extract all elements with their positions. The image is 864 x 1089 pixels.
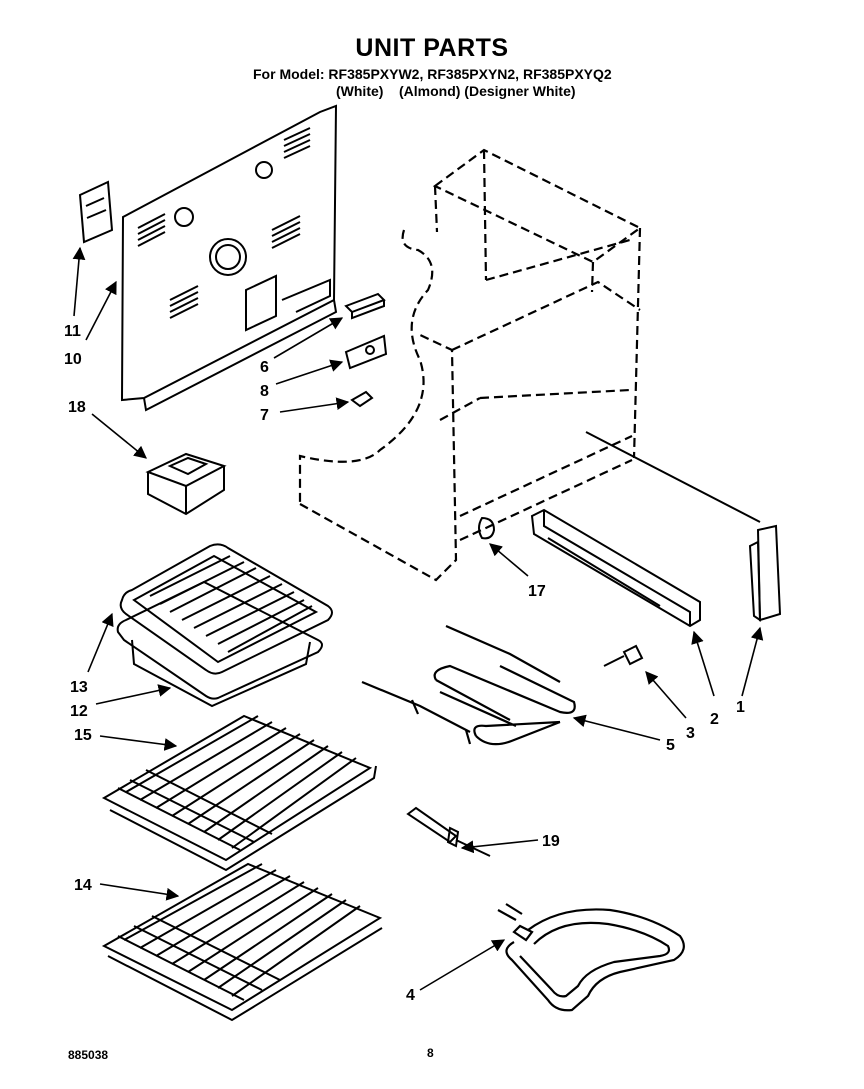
side-rail: [530, 431, 761, 628]
rear-panel: [120, 104, 338, 412]
callout-8: 8: [260, 383, 269, 400]
clip: [350, 390, 374, 408]
oven-rack-upper: [101, 714, 377, 872]
callout-2: 2: [710, 711, 719, 728]
callout-4: 4: [406, 987, 415, 1004]
model-colors: (White) (Almond) (Designer White): [336, 83, 576, 99]
bracket-plate: [344, 334, 388, 370]
document-number: 885038: [68, 1048, 109, 1062]
temperature-sensor: [406, 806, 491, 857]
gasket-piece: [78, 180, 114, 244]
terminal-block: [344, 292, 386, 320]
control-box: [145, 452, 227, 516]
range-cabinet-outline: [298, 148, 643, 582]
oven-rack-lower: [101, 862, 383, 1022]
page-number: 8: [427, 1046, 434, 1060]
callout-11: 11: [64, 323, 81, 340]
callout-13: 13: [70, 679, 88, 696]
callout-10: 10: [64, 351, 82, 368]
grommet: [478, 516, 496, 540]
callout-6: 6: [260, 359, 269, 376]
leader-lines: [72, 246, 764, 991]
callout-14: 14: [74, 877, 92, 894]
bake-element: [497, 903, 685, 1012]
callout-5: 5: [666, 737, 675, 754]
callout-3: 3: [686, 725, 695, 742]
callout-12: 12: [70, 703, 88, 720]
broiler-pan: [116, 580, 323, 708]
callout-19: 19: [542, 833, 560, 850]
callout-18: 18: [68, 399, 86, 416]
callout-7: 7: [260, 407, 269, 424]
retainer-clip: [603, 644, 644, 667]
callout-1: 1: [736, 699, 745, 716]
side-trim: [748, 524, 782, 622]
broil-element: [361, 624, 576, 746]
callout-17: 17: [528, 583, 546, 600]
callout-15: 15: [74, 727, 92, 744]
page-title: UNIT PARTS: [355, 34, 509, 62]
broiler-grid: [119, 543, 333, 675]
model-numbers: For Model: RF385PXYW2, RF385PXYN2, RF385…: [253, 66, 612, 82]
